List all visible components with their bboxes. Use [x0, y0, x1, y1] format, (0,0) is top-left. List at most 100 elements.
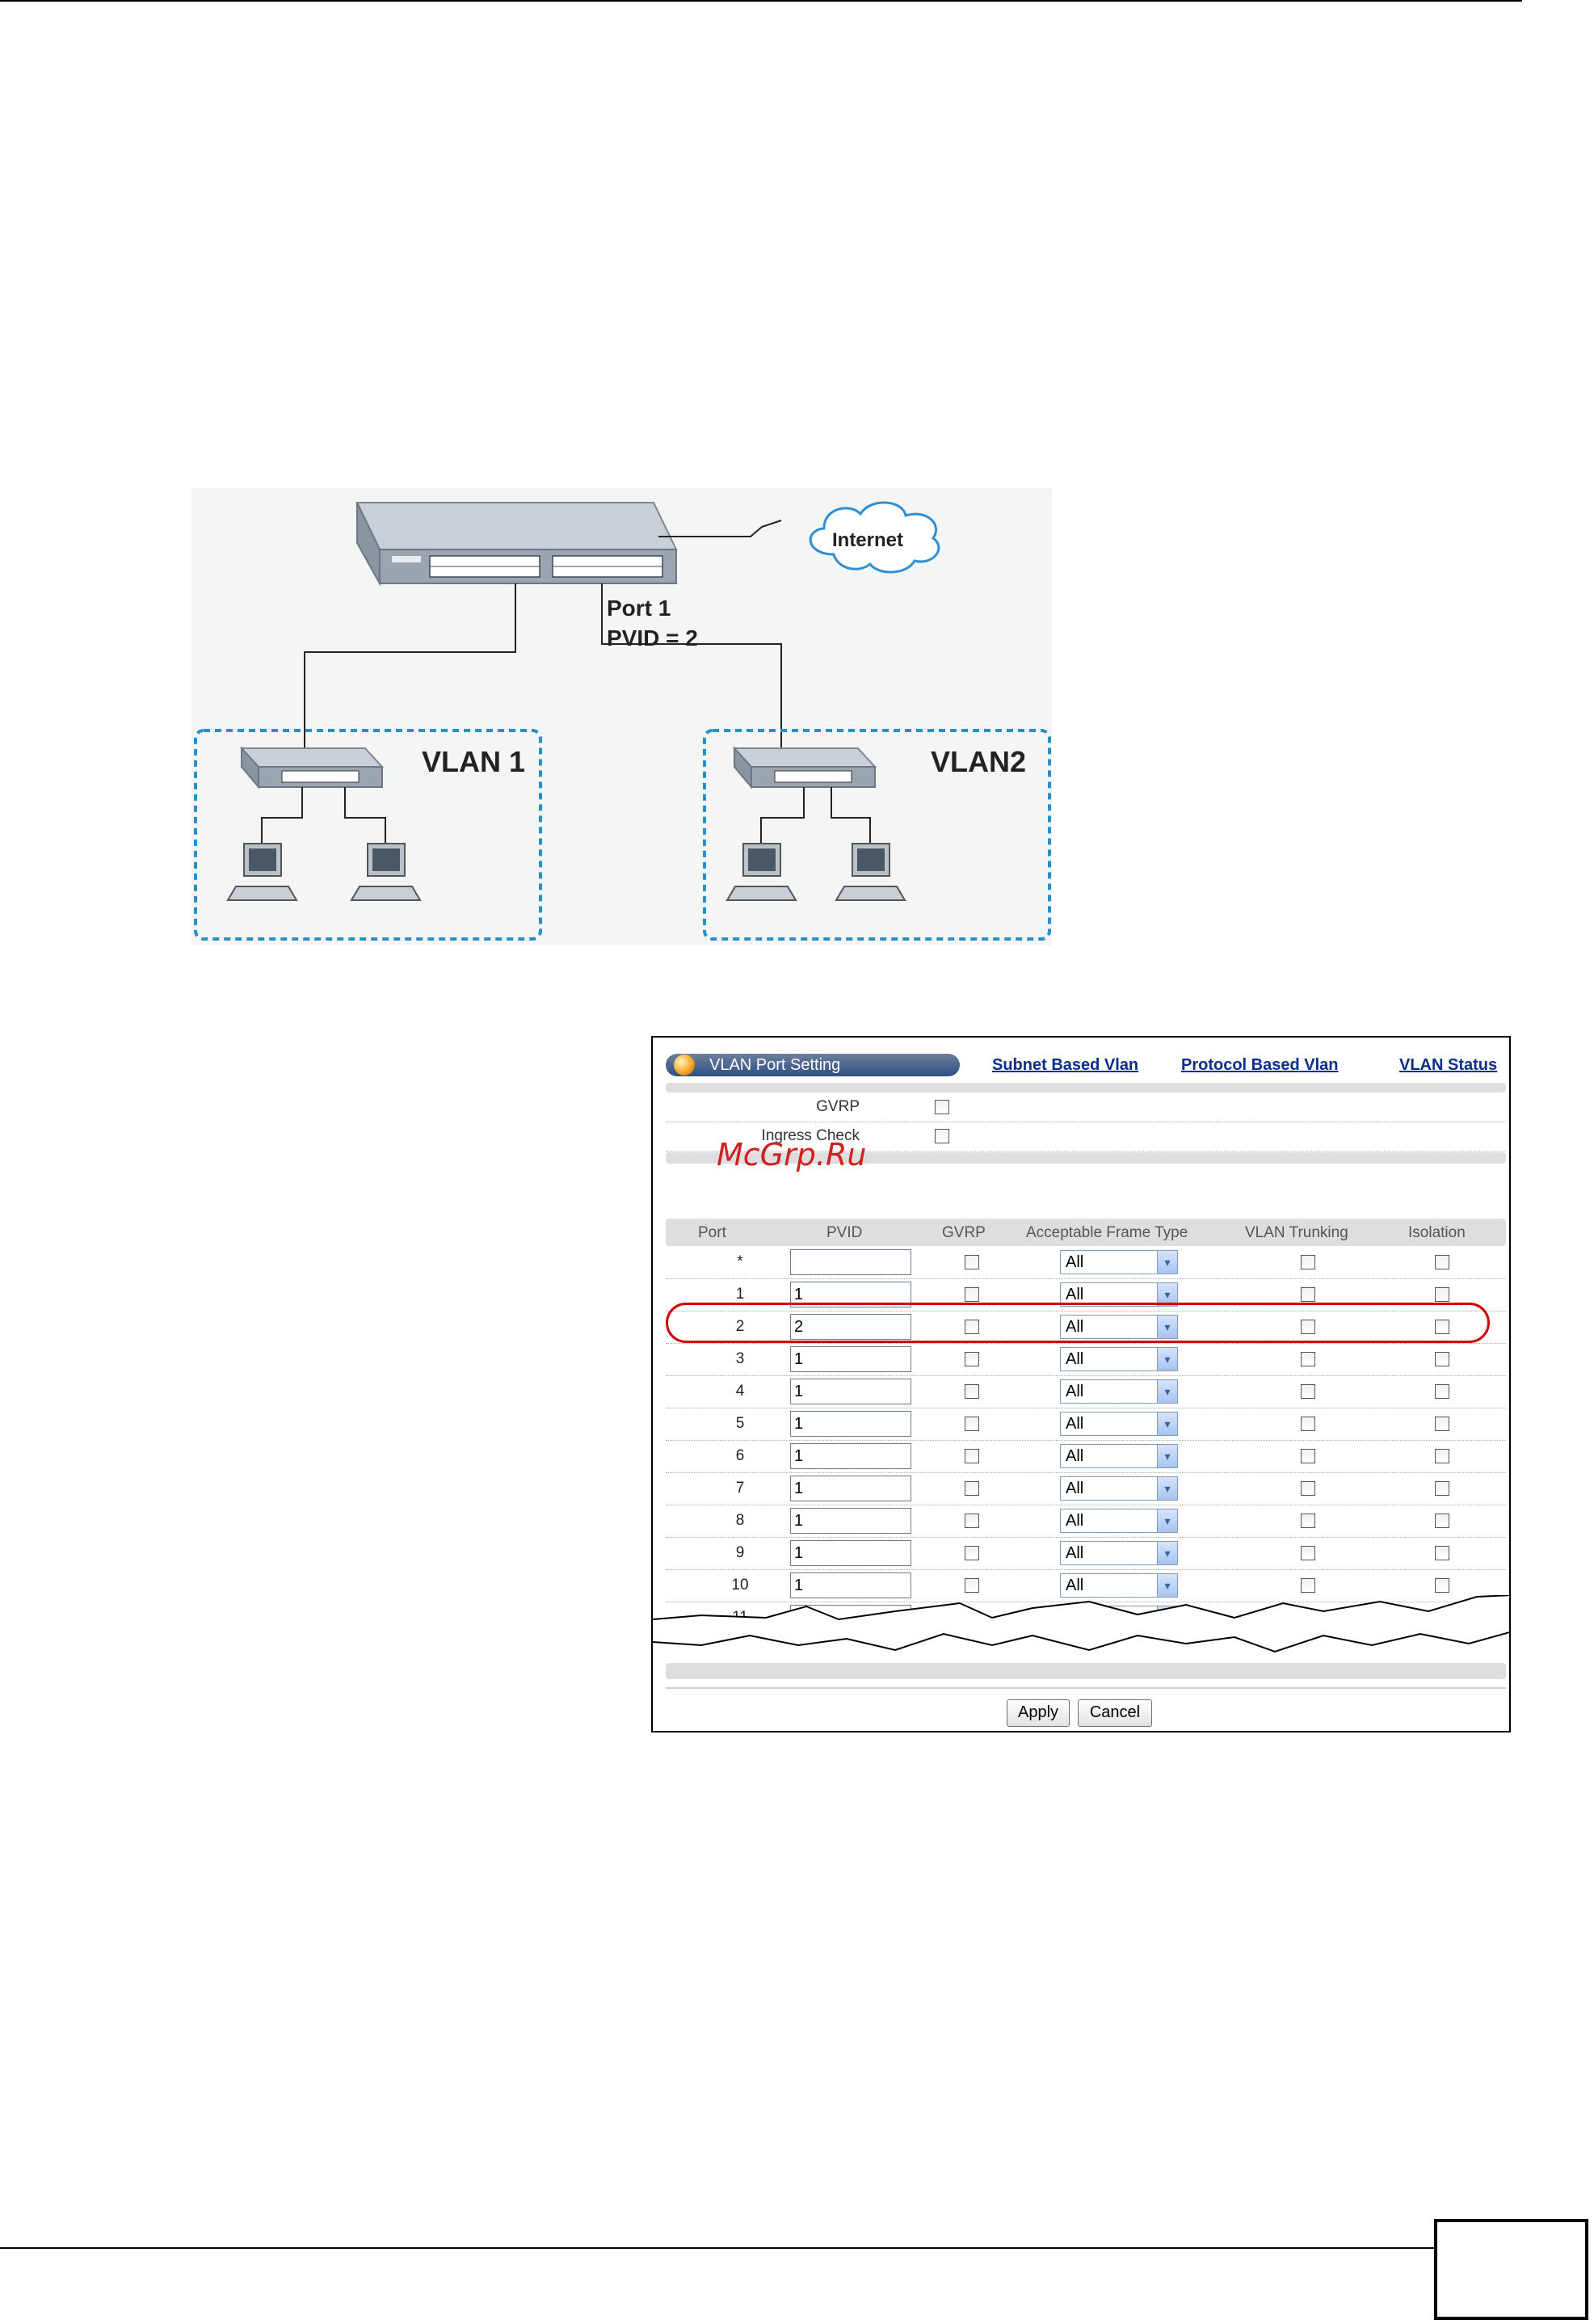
table-row: 2 2 All▾ [666, 1311, 1506, 1344]
watermark: McGrp.Ru [717, 1137, 867, 1173]
chevron-down-icon[interactable]: ▾ [1157, 1477, 1177, 1500]
chevron-down-icon[interactable]: ▾ [1157, 1316, 1177, 1338]
isolation-checkbox[interactable] [1435, 1320, 1449, 1334]
chevron-down-icon[interactable]: ▾ [1157, 1509, 1177, 1532]
frame-type-value: All [1066, 1512, 1084, 1530]
button-divider [666, 1687, 1506, 1689]
port-gvrp-checkbox[interactable] [965, 1546, 979, 1560]
vlan-trunking-checkbox[interactable] [1301, 1481, 1315, 1496]
frame-type-value: All [1066, 1544, 1084, 1562]
port-number: 2 [735, 1318, 745, 1335]
vlan-trunking-checkbox[interactable] [1301, 1546, 1315, 1560]
port-gvrp-checkbox[interactable] [965, 1449, 979, 1463]
acceptable-frame-type-select[interactable]: All ▾ [1060, 1509, 1178, 1533]
link-vlan-status[interactable]: VLAN Status [1399, 1056, 1498, 1074]
pvid-input[interactable]: 1 [790, 1476, 911, 1501]
chevron-down-icon[interactable]: ▾ [1157, 1283, 1177, 1306]
pvid-input[interactable]: 2 [790, 1314, 911, 1340]
vlan-trunking-checkbox[interactable] [1301, 1255, 1315, 1269]
vlan-trunking-checkbox[interactable] [1301, 1320, 1315, 1334]
pvid-input[interactable]: 1 [790, 1411, 911, 1437]
vlan-trunking-checkbox[interactable] [1301, 1384, 1315, 1399]
acceptable-frame-type-select[interactable]: All ▾ [1060, 1444, 1178, 1468]
vlan-network-diagram: Internet Port 1 PVID = 2 VLAN 1 VLAN2 [191, 488, 1052, 945]
pvid-label: PVID = 2 [607, 625, 698, 650]
chevron-down-icon[interactable]: ▾ [1157, 1413, 1177, 1435]
isolation-checkbox[interactable] [1435, 1481, 1449, 1496]
vlan-trunking-checkbox[interactable] [1301, 1578, 1315, 1593]
isolation-checkbox[interactable] [1435, 1384, 1449, 1399]
chevron-down-icon[interactable]: ▾ [1157, 1574, 1177, 1597]
pvid-input[interactable]: 1 [790, 1379, 911, 1404]
table-header-band [666, 1219, 1506, 1246]
vlan-trunking-checkbox[interactable] [1301, 1352, 1315, 1366]
table-row: 7 1 All▾ [666, 1472, 1506, 1505]
port-gvrp-checkbox[interactable] [965, 1481, 979, 1496]
pvid-input[interactable] [790, 1249, 911, 1275]
port-gvrp-checkbox[interactable] [965, 1384, 979, 1399]
col-header-port: Port [698, 1224, 726, 1241]
main-switch [355, 502, 678, 587]
port-number: 3 [735, 1350, 745, 1367]
settings-top-band [666, 1083, 1506, 1093]
vlan-trunking-checkbox[interactable] [1301, 1449, 1315, 1463]
chevron-down-icon[interactable]: ▾ [1157, 1348, 1177, 1370]
acceptable-frame-type-select[interactable]: All▾ [1060, 1476, 1178, 1501]
vlan2-pc-left [726, 843, 797, 901]
col-header-pvid: PVID [826, 1224, 863, 1241]
chevron-down-icon[interactable]: ▾ [1157, 1445, 1177, 1467]
port-number: 7 [735, 1480, 745, 1497]
acceptable-frame-type-select[interactable]: All▾ [1060, 1250, 1178, 1274]
isolation-checkbox[interactable] [1435, 1546, 1449, 1560]
table-bottom-band [666, 1663, 1506, 1679]
isolation-checkbox[interactable] [1435, 1514, 1449, 1528]
port-number: 8 [735, 1512, 745, 1529]
isolation-checkbox[interactable] [1435, 1578, 1449, 1593]
pvid-input[interactable]: 1 [790, 1508, 911, 1534]
acceptable-frame-type-select[interactable]: All▾ [1060, 1347, 1178, 1371]
apply-button[interactable]: Apply [1007, 1699, 1070, 1727]
link-protocol-based-vlan[interactable]: Protocol Based Vlan [1181, 1056, 1339, 1074]
vlan-trunking-checkbox[interactable] [1301, 1514, 1315, 1528]
link-to-vlan2 [601, 583, 782, 748]
chevron-down-icon[interactable]: ▾ [1157, 1542, 1177, 1564]
port-gvrp-checkbox[interactable] [965, 1352, 979, 1366]
ingress-check-checkbox[interactable] [935, 1129, 949, 1143]
vlan-trunking-checkbox[interactable] [1301, 1287, 1315, 1302]
port-gvrp-checkbox[interactable] [965, 1514, 979, 1528]
port-gvrp-checkbox[interactable] [965, 1287, 979, 1302]
isolation-checkbox[interactable] [1435, 1417, 1449, 1431]
isolation-checkbox[interactable] [1435, 1352, 1449, 1366]
acceptable-frame-type-select[interactable]: All ▾ [1060, 1573, 1178, 1598]
acceptable-frame-type-select[interactable]: All▾ [1060, 1379, 1178, 1404]
isolation-checkbox[interactable] [1435, 1449, 1449, 1463]
acceptable-frame-type-select[interactable]: All▾ [1060, 1412, 1178, 1436]
cancel-button[interactable]: Cancel [1078, 1699, 1152, 1727]
pvid-input[interactable]: 1 [790, 1346, 911, 1372]
isolation-checkbox[interactable] [1435, 1255, 1449, 1269]
col-header-acceptable-frame-type: Acceptable Frame Type [1026, 1224, 1188, 1241]
pvid-input[interactable]: 1 [790, 1540, 911, 1566]
col-header-gvrp: GVRP [942, 1224, 986, 1241]
port-gvrp-checkbox[interactable] [965, 1417, 979, 1431]
port-label: Port 1 [607, 596, 671, 621]
acceptable-frame-type-select[interactable]: All▾ [1060, 1315, 1178, 1339]
link-subnet-based-vlan[interactable]: Subnet Based Vlan [992, 1056, 1139, 1074]
port-gvrp-checkbox[interactable] [965, 1255, 979, 1269]
pvid-input[interactable]: 1 [790, 1572, 911, 1598]
global-gvrp-checkbox[interactable] [935, 1100, 949, 1114]
frame-type-value: All [1066, 1577, 1084, 1594]
frame-type-value: All [1066, 1447, 1084, 1465]
port-gvrp-checkbox[interactable] [965, 1320, 979, 1334]
acceptable-frame-type-select[interactable]: All ▾ [1060, 1541, 1178, 1565]
isolation-checkbox[interactable] [1435, 1287, 1449, 1302]
port-gvrp-checkbox[interactable] [965, 1578, 979, 1593]
port-number: 5 [735, 1415, 745, 1432]
chevron-down-icon[interactable]: ▾ [1157, 1251, 1177, 1274]
table-row: *All▾ [666, 1246, 1506, 1279]
setting-row-ingress-check: Ingress Check [666, 1122, 1506, 1151]
vlan-trunking-checkbox[interactable] [1301, 1417, 1315, 1431]
pvid-input[interactable]: 1 [790, 1443, 911, 1469]
chevron-down-icon[interactable]: ▾ [1157, 1380, 1177, 1403]
